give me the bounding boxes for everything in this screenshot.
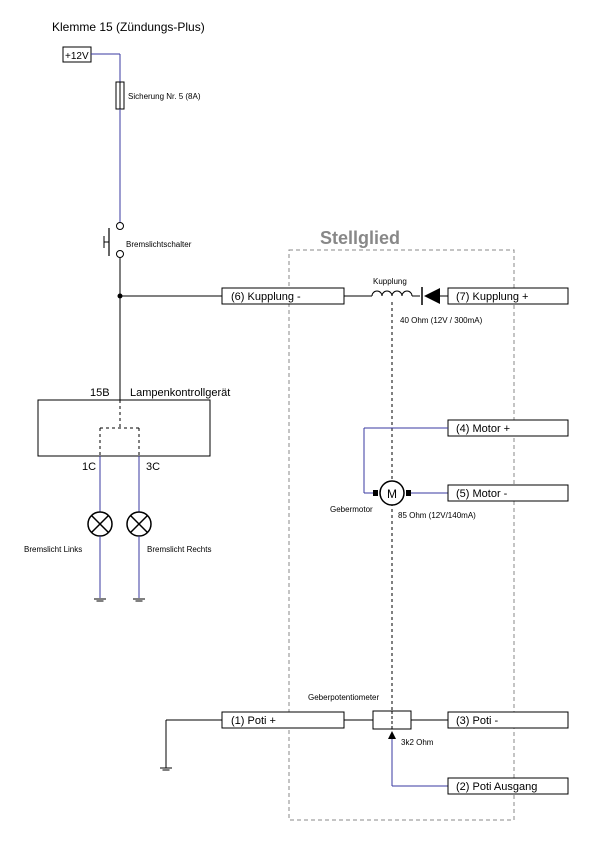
pot-label: Geberpotentiometer — [308, 693, 379, 702]
ground-left-icon — [94, 598, 106, 602]
motor-brush-right — [406, 490, 411, 496]
motor-brush-left — [373, 490, 378, 496]
clutch-spec: 40 Ohm (12V / 300mA) — [400, 316, 483, 325]
fuse-label: Sicherung Nr. 5 (8A) — [128, 92, 201, 101]
connector-3-label: (3) Poti - — [456, 715, 499, 727]
diode-symbol — [424, 288, 440, 304]
connector-1-label: (1) Poti + — [231, 715, 276, 727]
controller-terminal-15b: 15B — [90, 387, 110, 399]
lamp-right-icon — [126, 511, 152, 537]
motor-spec: 85 Ohm (12V/140mA) — [398, 511, 476, 520]
connector-3 — [447, 711, 569, 729]
connector-2-label: (2) Poti Ausgang — [456, 781, 537, 793]
actuator-box — [288, 249, 515, 821]
controller-terminal-3c: 3C — [146, 461, 160, 473]
lamp-left-label: Bremslicht Links — [24, 545, 82, 554]
lamp-left-icon — [87, 511, 113, 537]
connector-5 — [447, 484, 569, 502]
supply-title: Klemme 15 (Zündungs-Plus) — [52, 20, 205, 34]
motor-icon — [379, 480, 405, 506]
ground-right-icon — [133, 598, 145, 602]
switch-contact-top — [116, 222, 124, 230]
ground-pot-icon — [160, 767, 172, 771]
switch-contact-bottom — [116, 250, 124, 258]
connector-5-label: (5) Motor - — [456, 488, 508, 500]
actuator-title: Stellglied — [320, 228, 400, 248]
clutch-label: Kupplung — [373, 277, 407, 286]
voltage-label: +12V — [65, 51, 89, 62]
connector-4-label: (4) Motor + — [456, 423, 510, 435]
controller-name: Lampenkontrollgerät — [130, 387, 230, 399]
pot-spec: 3k2 Ohm — [401, 738, 434, 747]
switch-label: Bremslichtschalter — [126, 240, 192, 249]
lamp-right-label: Bremslicht Rechts — [147, 545, 211, 554]
clutch-coil — [371, 290, 413, 297]
motor-label: Gebermotor — [330, 505, 373, 514]
motor-symbol: M — [387, 487, 397, 501]
connector-2 — [447, 777, 569, 795]
connector-7-label: (7) Kupplung + — [456, 291, 528, 303]
controller-terminal-1c: 1C — [82, 461, 96, 473]
connector-7 — [447, 287, 569, 305]
connector-6-label: (6) Kupplung - — [231, 291, 301, 303]
pot-wiper-arrow — [388, 731, 396, 739]
